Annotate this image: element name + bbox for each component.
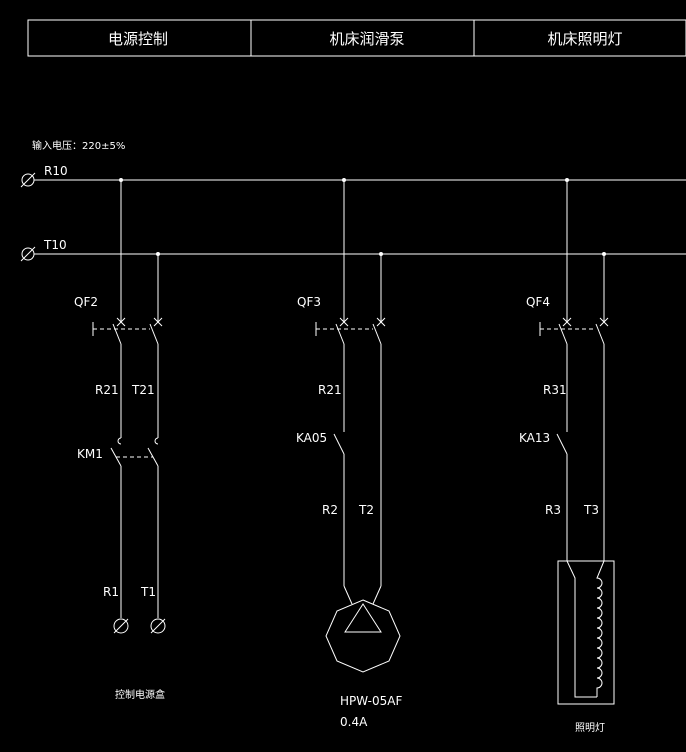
wire-label: R3 — [545, 503, 561, 517]
caption-work-light: 照明灯 — [575, 722, 605, 734]
wire-label: T1 — [140, 585, 156, 599]
relay-contact — [556, 433, 568, 455]
wire-label: T21 — [131, 383, 155, 397]
bus-r10: R10 — [20, 164, 686, 188]
header-table: 电源控制 机床润滑泵 机床照明灯 — [27, 19, 686, 57]
breaker-x — [376, 317, 386, 327]
terminal-symbol — [113, 618, 129, 634]
wire-label: R21 — [318, 383, 342, 397]
contact-arc — [117, 437, 122, 445]
caption-control-box: 控制电源盒 — [115, 688, 165, 701]
header-power-control: 电源控制 — [108, 30, 168, 48]
terminal-slash — [113, 618, 129, 634]
breaker-label: QF3 — [297, 295, 321, 309]
contactor-label: KM1 — [77, 447, 103, 461]
breaker-label: QF2 — [74, 295, 98, 309]
relay-label: KA13 — [519, 431, 550, 445]
lamp-housing — [557, 560, 615, 705]
breaker-contact — [558, 323, 568, 345]
relay-label: KA05 — [296, 431, 327, 445]
wire — [343, 585, 353, 605]
terminal-slash — [20, 172, 36, 188]
breaker-contact — [149, 323, 159, 345]
breaker-x — [116, 317, 126, 327]
breaker-x — [599, 317, 609, 327]
breaker-x — [339, 317, 349, 327]
branch-power-control: QF2 R21 T21 KM1 R1 T1 控制电源盒 — [74, 178, 166, 701]
wire-label: R21 — [95, 383, 119, 397]
breaker-contact — [112, 323, 122, 345]
motor-model: HPW-05AF — [340, 694, 402, 708]
branch-work-light: QF4 R31 KA13 R3 T3 照明灯 — [519, 178, 615, 734]
pump-triangle-icon — [344, 603, 382, 633]
breaker-x — [153, 317, 163, 327]
wire-label: R31 — [543, 383, 567, 397]
bus-label-t10: T10 — [43, 238, 67, 252]
terminal-slash — [20, 246, 36, 262]
branch-lube-pump: QF3 R21 KA05 R2 T2 HPW-05AF 0.4A — [296, 178, 402, 729]
bus-t10: T10 — [20, 238, 686, 262]
relay-contact — [333, 433, 345, 455]
breaker-contact — [372, 323, 382, 345]
terminal-symbol — [150, 618, 166, 634]
header-work-light: 机床照明灯 — [547, 30, 622, 48]
breaker-label: QF4 — [526, 295, 550, 309]
header-frame — [27, 19, 686, 57]
input-voltage-note: 输入电压：220±5% — [32, 139, 125, 152]
pump-motor-symbol — [325, 599, 401, 673]
breaker-contact — [595, 323, 605, 345]
breaker-x — [562, 317, 572, 327]
motor-current: 0.4A — [340, 715, 368, 729]
wire-label: T2 — [358, 503, 374, 517]
contact-arc — [154, 437, 159, 445]
lamp-filament-coil — [596, 560, 605, 697]
breaker-contact — [335, 323, 345, 345]
lamp-lead — [566, 560, 597, 698]
terminal-slash — [150, 618, 166, 634]
wire-label: R1 — [103, 585, 119, 599]
header-lube-pump: 机床润滑泵 — [329, 30, 404, 48]
wire-label: T3 — [583, 503, 599, 517]
wire — [372, 585, 382, 605]
wire-label: R2 — [322, 503, 338, 517]
bus-label-r10: R10 — [44, 164, 68, 178]
